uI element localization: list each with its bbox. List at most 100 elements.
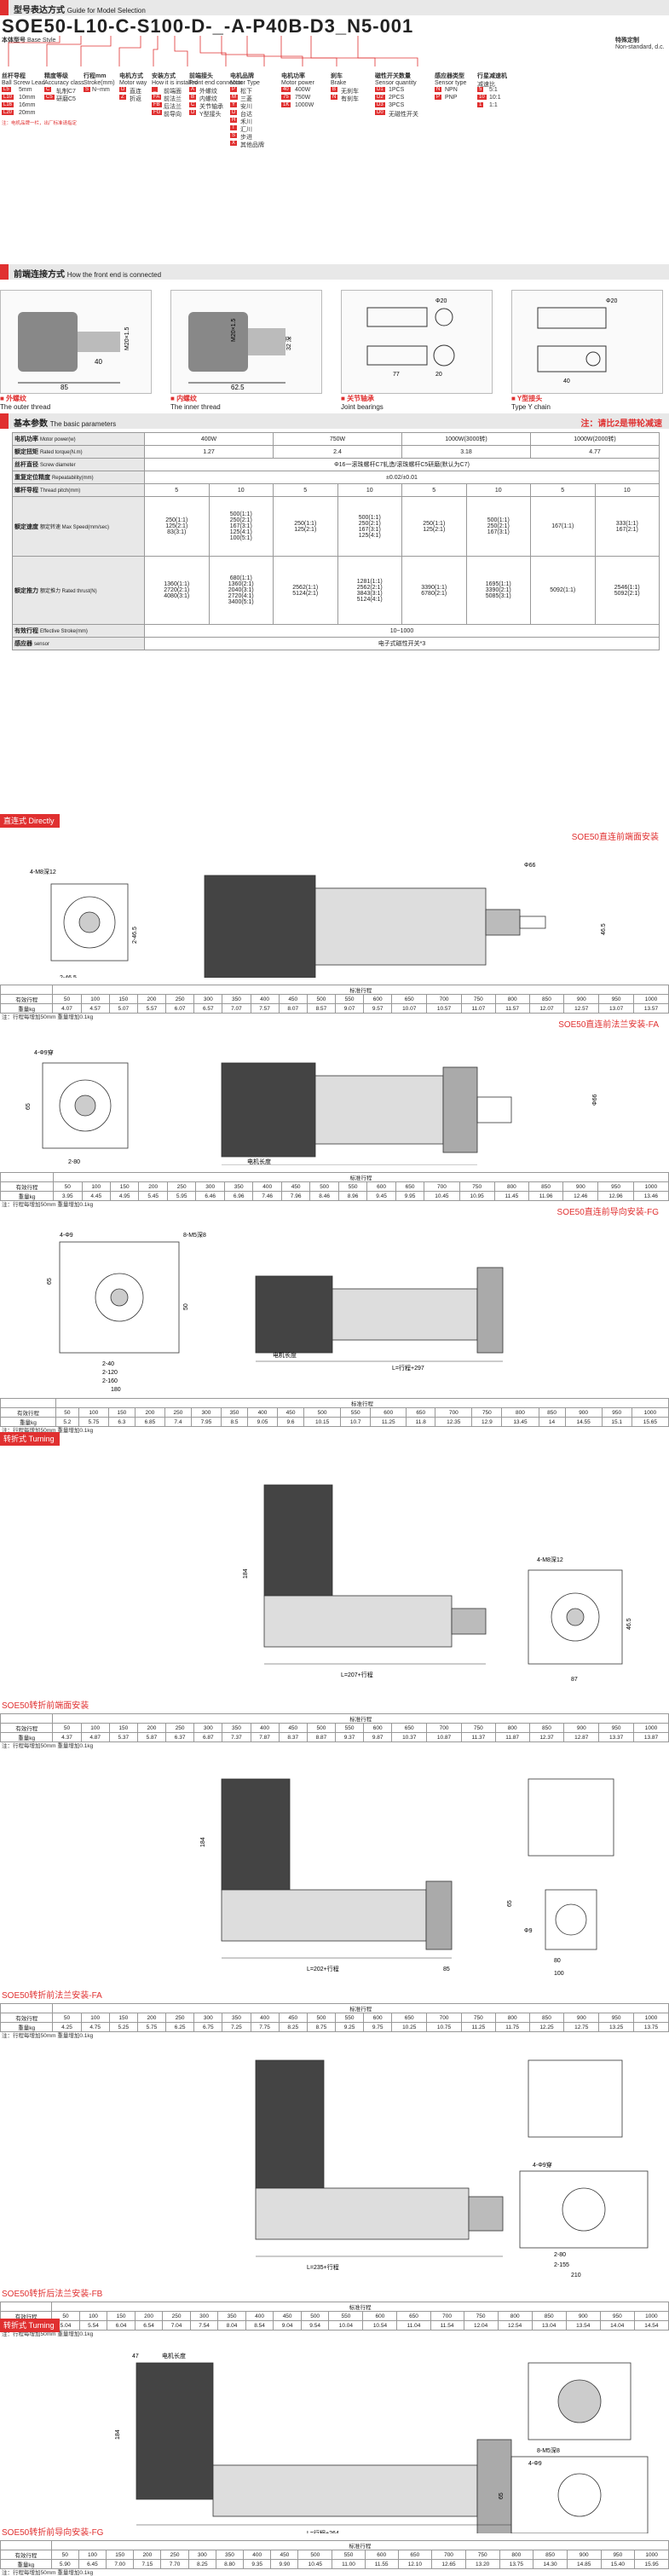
stroke-cell: 50 bbox=[53, 1181, 83, 1192]
weight-cell: 6.04 bbox=[107, 2320, 136, 2331]
section-header-model: 型号表达方式 Guide for Model Selection bbox=[0, 0, 669, 15]
weight-cell: 10.95 bbox=[458, 1191, 495, 1201]
stroke-cell: 450 bbox=[278, 1723, 308, 1733]
weight-cell: 14.30 bbox=[533, 2559, 568, 2569]
weight-note: 注：行程每增加50mm 重量增加0.1kg bbox=[2, 2570, 94, 2576]
weight-cell: 7.00 bbox=[106, 2559, 135, 2569]
row-label: 重量kg bbox=[0, 2022, 54, 2032]
weight-cell: 12.9 bbox=[471, 1417, 503, 1427]
opt-val: 1PCS bbox=[389, 87, 405, 93]
stroke-cell: 650 bbox=[395, 1181, 425, 1192]
opt-val: 步进 bbox=[240, 135, 252, 141]
weight-cell: 5.07 bbox=[108, 1003, 138, 1014]
opt-val: 其他品牌 bbox=[240, 142, 264, 148]
svg-text:85: 85 bbox=[443, 1967, 450, 1972]
stroke-cell: 800 bbox=[493, 1181, 529, 1192]
weight-cell: 7.07 bbox=[222, 1003, 251, 1014]
opt-val: NPN bbox=[445, 87, 458, 93]
svg-text:电机长度: 电机长度 bbox=[162, 2352, 186, 2359]
row-thrust: 额定推力 额定推力 Rated thrust(N)1360(1:1) 2720(… bbox=[12, 556, 660, 625]
stroke-cell: 500 bbox=[309, 1181, 339, 1192]
svg-text:100: 100 bbox=[554, 1971, 564, 1977]
svg-text:47: 47 bbox=[132, 2354, 139, 2359]
stroke-cell: 400 bbox=[250, 994, 280, 1004]
stroke-cell: 200 bbox=[136, 2013, 167, 2023]
section-tab: 转折式 Turning bbox=[0, 1432, 60, 1446]
opt-val: 后法兰 bbox=[164, 104, 182, 110]
stroke-cell: 800 bbox=[494, 2013, 530, 2023]
model-code: SOE50-L10-C-S100-D-_-A-P40B-D3_N5-001 bbox=[2, 15, 414, 37]
svg-text:L=行程+264: L=行程+264 bbox=[307, 2529, 339, 2533]
svg-text:2-46.5: 2-46.5 bbox=[132, 927, 138, 944]
stroke-cell: 300 bbox=[195, 1181, 225, 1192]
svg-text:L=行程+297: L=行程+297 bbox=[392, 1364, 424, 1372]
corner bbox=[0, 1172, 55, 1182]
weight-cell: 10.54 bbox=[362, 2320, 398, 2331]
weight-cell: 14.55 bbox=[564, 1417, 603, 1427]
opt-val: 750W bbox=[295, 95, 311, 101]
weight-cell: 10.37 bbox=[391, 1732, 428, 1742]
stroke-header: 标准行程 bbox=[51, 2302, 669, 2312]
stroke-cell: 1000 bbox=[633, 2311, 669, 2321]
stroke-cell: 600 bbox=[363, 1723, 393, 1733]
stroke-cell: 200 bbox=[134, 2311, 164, 2321]
stroke-cell: 900 bbox=[563, 1723, 600, 1733]
svg-text:L=235+行程: L=235+行程 bbox=[307, 2263, 339, 2271]
opt-val: 内螺纹 bbox=[199, 96, 217, 102]
opt-val: 无刹车 bbox=[341, 89, 359, 95]
weight-cell: 6.07 bbox=[165, 1003, 195, 1014]
weight-cell: 7.37 bbox=[222, 1732, 251, 1742]
weight-cell: 8.54 bbox=[245, 2320, 274, 2331]
stroke-cell: 250 bbox=[165, 994, 195, 1004]
opt-val: 前端面 bbox=[164, 89, 182, 95]
stroke-cell: 200 bbox=[136, 1723, 167, 1733]
weight-cell: 10.45 bbox=[297, 2559, 333, 2569]
weight-cell: 6.57 bbox=[193, 1003, 223, 1014]
stroke-cell: 100 bbox=[80, 994, 110, 1004]
svg-text:8-M5深8: 8-M5深8 bbox=[183, 1231, 206, 1239]
stroke-cell: 950 bbox=[598, 2013, 635, 2023]
stroke-cell: 300 bbox=[190, 1407, 222, 1418]
opt-val: 台达 bbox=[240, 112, 252, 118]
stroke-cell: 200 bbox=[138, 1181, 168, 1192]
weight-cell: 13.07 bbox=[598, 1003, 635, 1014]
svg-text:8-M5深8: 8-M5深8 bbox=[537, 2446, 560, 2454]
svg-text:184: 184 bbox=[115, 2429, 121, 2440]
opt-val: 5:1 bbox=[489, 87, 498, 93]
weight-cell: 14.04 bbox=[599, 2320, 635, 2331]
svg-text:Φ9: Φ9 bbox=[524, 1928, 533, 1934]
weight-cell: 9.95 bbox=[395, 1191, 425, 1201]
weight-note: 注：行程每增加50mm 重量增加0.1kg bbox=[2, 1428, 94, 1434]
stroke-cell: 950 bbox=[599, 2311, 635, 2321]
opt: P bbox=[435, 95, 442, 100]
opt-val: 20mm bbox=[19, 110, 36, 116]
stroke-cell: 550 bbox=[334, 1723, 365, 1733]
stroke-cell: 500 bbox=[297, 2550, 333, 2560]
opt-val: 折返 bbox=[130, 96, 141, 102]
opt-val: 研磨C5 bbox=[56, 96, 76, 102]
weight-cell: 13.57 bbox=[633, 1003, 669, 1014]
stroke-cell: 750 bbox=[460, 1723, 496, 1733]
weight-cell: 14.85 bbox=[566, 2559, 602, 2569]
corner bbox=[0, 2540, 52, 2550]
weight-cell: 11.45 bbox=[493, 1191, 529, 1201]
weight-cell: 10.07 bbox=[391, 1003, 428, 1014]
weight-cell: 11.37 bbox=[460, 1732, 496, 1742]
weight-cell: 9.57 bbox=[363, 1003, 393, 1014]
row-label: 有效行程 bbox=[0, 1407, 56, 1418]
corner bbox=[0, 1398, 56, 1408]
weight-cell: 9.87 bbox=[363, 1732, 393, 1742]
weight-cell: 5.87 bbox=[136, 1732, 167, 1742]
row-label: 有效行程 bbox=[0, 1181, 55, 1192]
svg-text:180: 180 bbox=[111, 1387, 121, 1391]
weight-cell: 9.35 bbox=[243, 2559, 272, 2569]
stroke-cell: 650 bbox=[397, 2550, 433, 2560]
stroke-cell: 500 bbox=[306, 1723, 336, 1733]
